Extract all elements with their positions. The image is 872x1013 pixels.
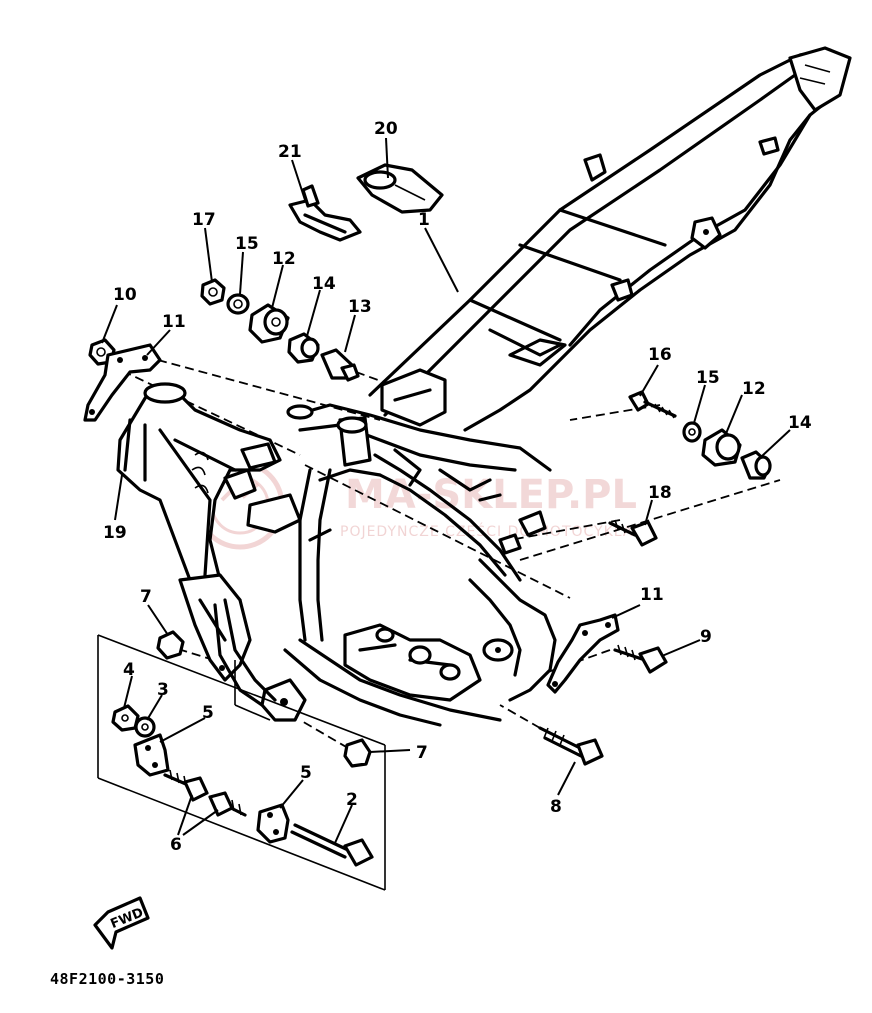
callout-5-left: 5 (202, 703, 214, 723)
callout-3: 3 (157, 680, 169, 700)
callout-14-left: 14 (312, 274, 336, 294)
lower-left-assembly (97, 630, 386, 891)
callout-12-right: 12 (742, 379, 766, 399)
part-14-collar-left (287, 332, 320, 364)
callout-20: 20 (374, 119, 398, 139)
callout-4: 4 (123, 660, 135, 680)
part-13-collar (320, 348, 360, 382)
callout-19: 19 (103, 523, 127, 543)
main-frame (260, 46, 852, 727)
assembly-guide-lines (109, 359, 781, 756)
callout-9: 9 (700, 627, 712, 647)
callout-16: 16 (648, 345, 672, 365)
callout-7-upper: 7 (140, 587, 152, 607)
part-21-bracket (288, 184, 362, 242)
callout-15-right: 15 (696, 368, 720, 388)
callout-2: 2 (346, 790, 358, 810)
radiator-bracket-19 (116, 382, 302, 707)
diagram-code: 48F2100-3150 (50, 970, 164, 988)
callout-13: 13 (348, 297, 372, 317)
part-12-damper-right (701, 428, 742, 467)
callout-11-right: 11 (640, 585, 664, 605)
callout-11-left: 11 (162, 312, 186, 332)
callout-18: 18 (648, 483, 672, 503)
fwd-arrow-icon: FWD (93, 896, 150, 950)
callout-12-left: 12 (272, 249, 296, 269)
callout-15-left: 15 (235, 234, 259, 254)
callout-1: 1 (418, 210, 430, 230)
part-9-bolt (613, 644, 668, 674)
part-18-bolt (608, 519, 658, 547)
part-14-collar-right (740, 450, 772, 480)
part-11-bracket-right (546, 613, 620, 694)
part-11-bracket-left (83, 343, 162, 422)
callout-10: 10 (113, 285, 137, 305)
callout-14-right: 14 (788, 413, 812, 433)
part-12-damper-left (248, 303, 290, 344)
part-17-nut (200, 278, 226, 306)
callout-8: 8 (550, 797, 562, 817)
callout-5-right: 5 (300, 763, 312, 783)
part-15-washer-left (226, 293, 250, 315)
part-16-bolt (628, 390, 677, 419)
callout-21: 21 (278, 142, 302, 162)
callout-7-lower: 7 (416, 743, 428, 763)
part-8-bolt (538, 726, 604, 766)
part-20-plate (356, 163, 444, 214)
leader-lines (101, 137, 791, 844)
part-15-washer-right (682, 421, 702, 443)
callout-6: 6 (170, 835, 182, 855)
callout-labels: 1 2 3 4 5 5 6 7 7 8 9 10 11 11 12 12 13 … (103, 119, 812, 855)
watermark-subtext: POJEDYNCZE CZĘŚCI DO MOTOCYKLA (340, 522, 633, 540)
callout-17: 17 (192, 210, 216, 230)
